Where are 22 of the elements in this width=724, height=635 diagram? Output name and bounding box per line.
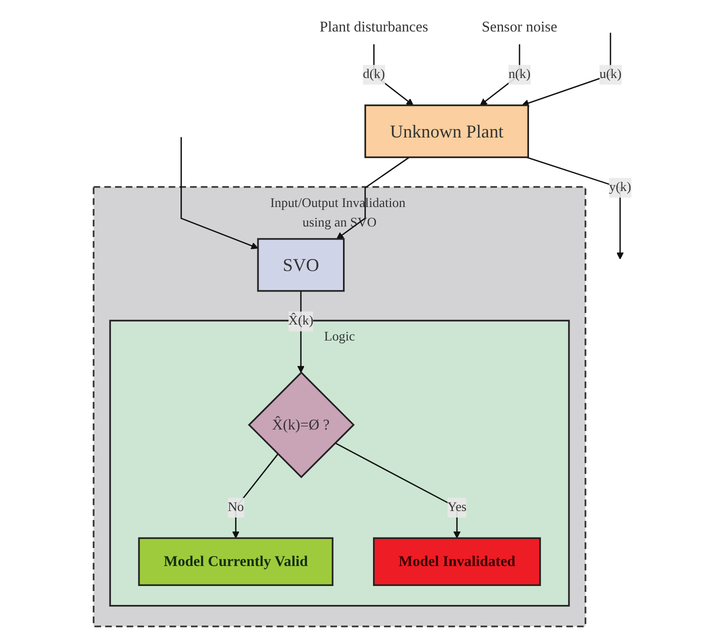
edge-label: Yes <box>447 497 466 517</box>
decision-diamond: X̂(k)=Ø ? <box>248 370 354 478</box>
arrow <box>334 442 460 538</box>
arrow <box>180 136 258 249</box>
process-box: Model Invalidated <box>372 536 541 586</box>
arrow <box>372 44 414 106</box>
edge-label: X̂(k) <box>288 311 313 331</box>
edge-label: n(k) <box>508 64 530 84</box>
edge-label: u(k) <box>599 64 622 84</box>
edge-label: No <box>227 497 244 517</box>
arrow <box>336 156 410 239</box>
arrow <box>232 453 278 538</box>
annotation-text: Plant disturbances <box>319 18 428 34</box>
process-box: SVO <box>256 238 344 292</box>
process-box: Unknown Plant <box>364 104 529 158</box>
edge-label: y(k) <box>608 177 631 198</box>
arrow <box>480 44 520 106</box>
arrow <box>526 156 624 259</box>
process-box: Model Currently Valid <box>138 536 334 586</box>
arrow <box>521 32 611 106</box>
annotation-text: Sensor noise <box>481 18 557 34</box>
edge-label: d(k) <box>362 64 385 84</box>
